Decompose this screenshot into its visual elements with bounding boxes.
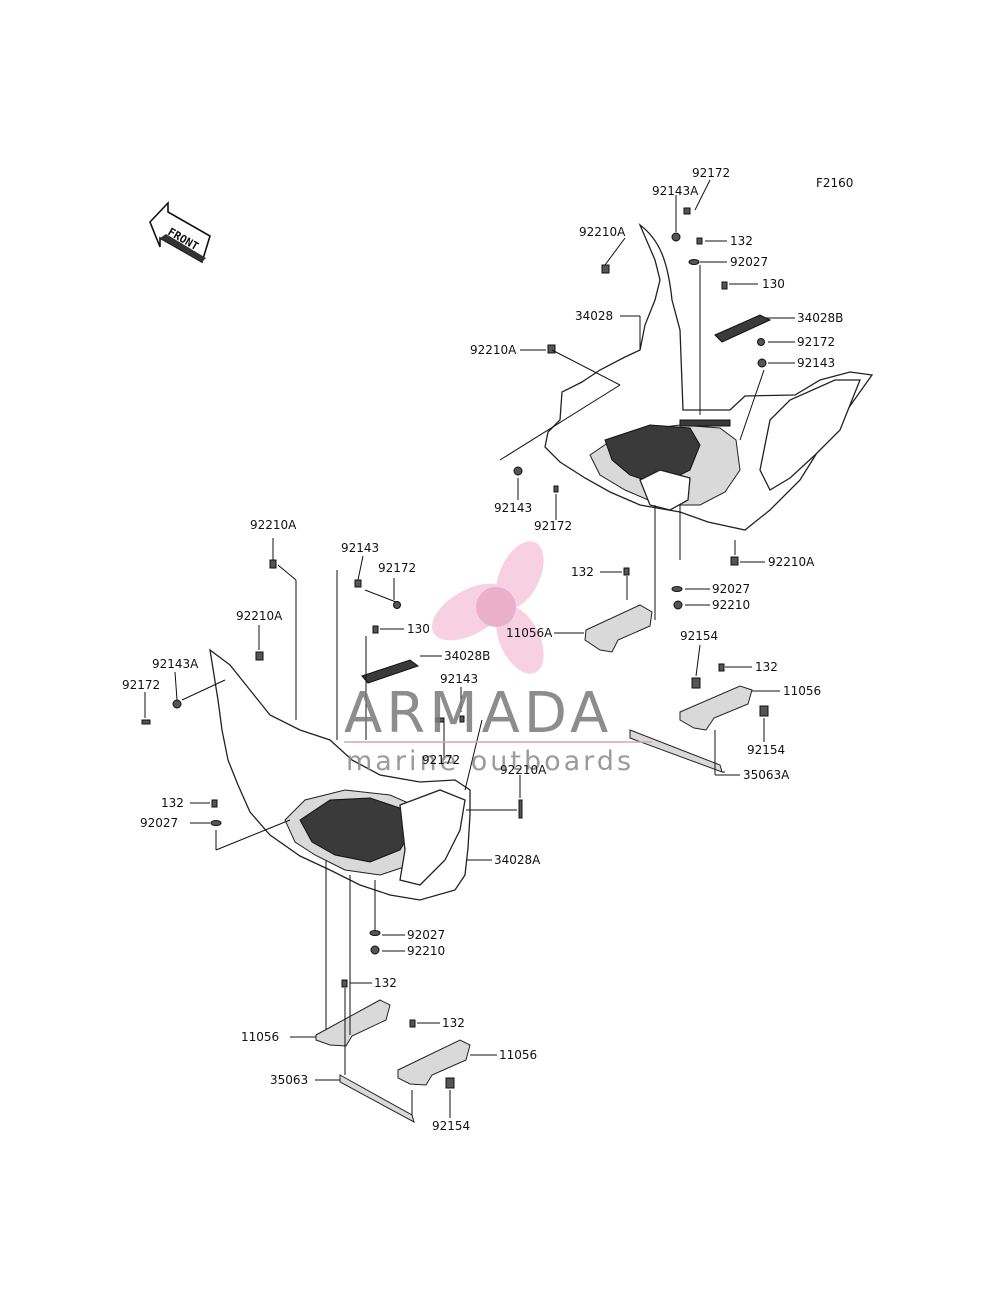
part-label: 11056 [241, 1030, 279, 1044]
part-label: 34028B [444, 649, 490, 663]
part-label: 34028B [797, 311, 843, 325]
part-label: 92027 [712, 582, 750, 596]
part-label: 92210A [579, 225, 626, 239]
part-label: 92143 [440, 672, 478, 686]
part-label: 92154 [680, 629, 718, 643]
watermark-subtitle: marine outboards [346, 746, 634, 777]
part-label: 92143A [152, 657, 199, 671]
right-floorboard-assembly [513, 207, 874, 773]
part-label: 130 [762, 277, 785, 291]
part-label: 130 [407, 622, 430, 636]
right-footrest-tread [604, 424, 701, 486]
part-label: 11056A [506, 626, 553, 640]
part-label: 35063 [270, 1073, 308, 1087]
left-strap-35063 [339, 1074, 415, 1124]
part-label: 92172 [378, 561, 416, 575]
part-label: 34028A [494, 853, 541, 867]
watermark-title: ARMADA [344, 681, 612, 746]
part-label: 92210A [500, 763, 547, 777]
left-hardware [141, 559, 523, 1089]
part-label: 92172 [692, 166, 730, 180]
part-label: 92143 [494, 501, 532, 515]
left-bracket-11056-b [397, 1039, 471, 1086]
left-inner-panel [399, 789, 466, 886]
part-label: 92172 [534, 519, 572, 533]
part-label: 92210 [407, 944, 445, 958]
part-label: 132 [755, 660, 778, 674]
part-label: 132 [571, 565, 594, 579]
diagram-code: F2160 [816, 176, 853, 190]
part-label: 92210A [250, 518, 297, 532]
right-tread-grip [679, 419, 731, 427]
part-label: 92027 [730, 255, 768, 269]
part-label: 92143 [341, 541, 379, 555]
part-label: 92210A [236, 609, 283, 623]
part-label: 92172 [797, 335, 835, 349]
part-label: 92027 [407, 928, 445, 942]
part-label: 92172 [122, 678, 160, 692]
part-label: 92172 [422, 753, 460, 767]
front-arrow-icon: FRONT [149, 200, 211, 264]
right-tread-step [639, 469, 691, 511]
part-label: 92210A [768, 555, 815, 569]
watermark-logo-icon [432, 541, 544, 674]
right-guard-strip [714, 314, 772, 343]
part-label: 11056 [783, 684, 821, 698]
right-bracket-11056a [584, 604, 653, 653]
right-strap-35063a [629, 729, 723, 773]
part-label: 132 [442, 1016, 465, 1030]
part-label: 92027 [140, 816, 178, 830]
part-label: 132 [374, 976, 397, 990]
left-guard-strip [361, 659, 420, 684]
part-label: 92210A [470, 343, 517, 357]
part-label: 132 [730, 234, 753, 248]
part-label: 92154 [432, 1119, 470, 1133]
left-floorboard-assembly [141, 559, 523, 1124]
right-hardware [513, 207, 769, 717]
part-label: 92210 [712, 598, 750, 612]
part-label: 35063A [743, 768, 790, 782]
right-fender-flap [759, 379, 861, 491]
left-bracket-11056-a [315, 999, 391, 1047]
leader-lines [144, 179, 795, 1118]
part-label: 92154 [747, 743, 785, 757]
part-label: 34028 [575, 309, 613, 323]
right-bracket-11056 [679, 685, 753, 731]
part-label: 92143 [797, 356, 835, 370]
part-label: 11056 [499, 1048, 537, 1062]
part-label: 132 [161, 796, 184, 810]
part-label: 92143A [652, 184, 699, 198]
